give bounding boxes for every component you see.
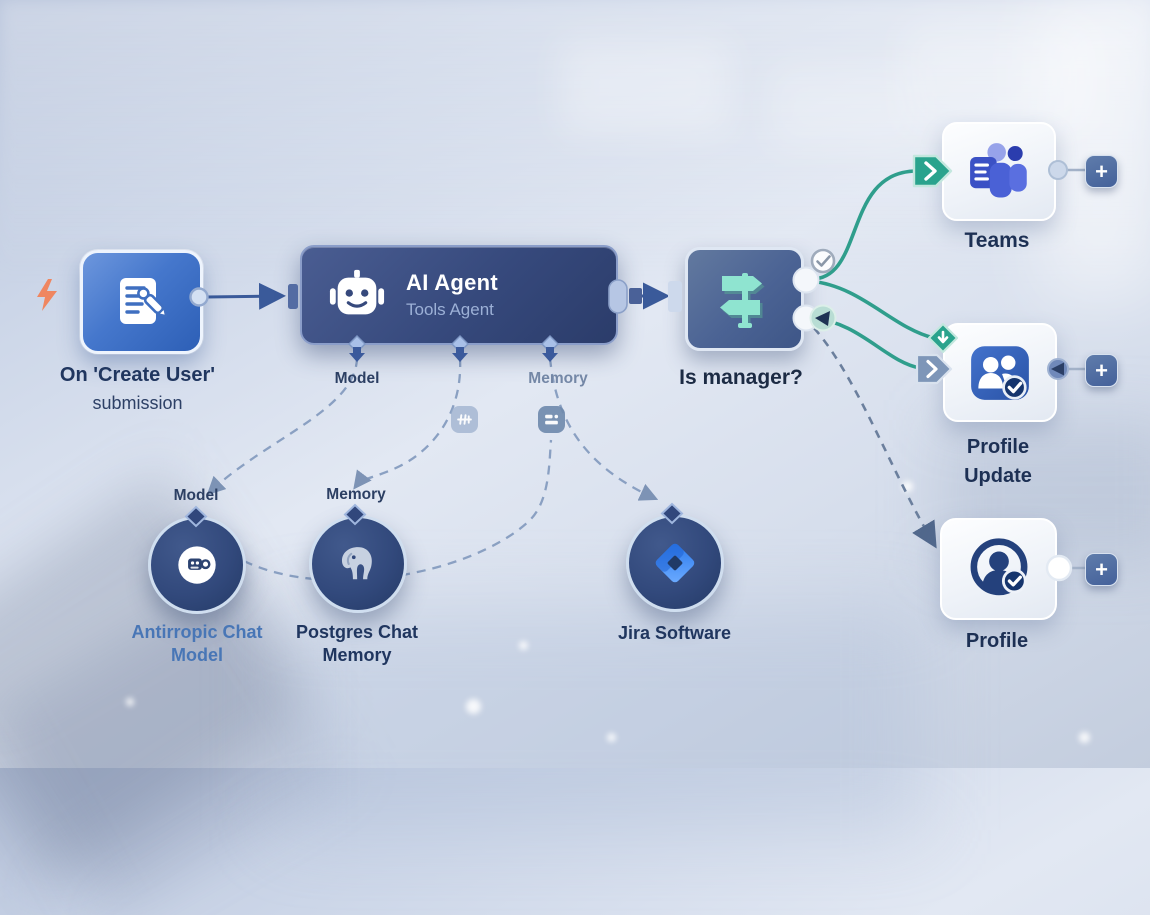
connection-switch-false-to-profile-update[interactable] bbox=[810, 316, 922, 370]
background-block bbox=[905, 25, 1095, 130]
jira-software-label: Jira Software bbox=[617, 623, 732, 643]
node-teams[interactable] bbox=[942, 122, 1056, 221]
bokeh-dot bbox=[607, 733, 616, 742]
people-check-icon bbox=[971, 345, 1029, 400]
bokeh-dot bbox=[519, 641, 528, 650]
bokeh-dot bbox=[466, 699, 481, 714]
branch-arrow-icon bbox=[809, 304, 837, 332]
port-agent-input[interactable] bbox=[288, 284, 298, 309]
anthropic-label-line2: Model bbox=[171, 645, 223, 665]
node-anthropic-chat-model[interactable] bbox=[148, 516, 246, 614]
node-form-trigger[interactable] bbox=[80, 250, 203, 354]
postgres-label-line1: Postgres Chat bbox=[295, 622, 419, 642]
bokeh-dot bbox=[1079, 732, 1090, 743]
check-circle-icon bbox=[810, 248, 836, 274]
bokeh-dot bbox=[902, 481, 913, 492]
tool-chip-icon bbox=[451, 406, 478, 433]
postgres-chat-memory-label: Postgres Chat Memory bbox=[267, 621, 447, 667]
port-switch-input[interactable] bbox=[668, 281, 682, 312]
profile-update-node-label: Profile Update bbox=[933, 433, 1063, 491]
switch-node-label: Is manager? bbox=[679, 366, 803, 389]
jira-diamond-icon bbox=[655, 543, 695, 583]
trigger-label-line1: On 'Create User' bbox=[59, 364, 216, 386]
agent-port-label-memory: Memory bbox=[528, 370, 588, 387]
chat-memory-port-label: Memory bbox=[326, 486, 386, 503]
connection-switch-true-to-teams[interactable] bbox=[808, 169, 920, 281]
lightning-bolt-icon bbox=[34, 278, 60, 317]
add-node-button-teams[interactable]: + bbox=[1085, 155, 1118, 188]
profile-node-label: Profile bbox=[965, 630, 1029, 652]
add-node-button-profile-update[interactable]: + bbox=[1085, 354, 1118, 387]
person-check-icon bbox=[970, 538, 1027, 596]
bokeh-dot bbox=[126, 698, 134, 706]
anthropic-label-line1: Antirropic Chat bbox=[131, 622, 263, 642]
add-node-button-profile[interactable]: + bbox=[1085, 553, 1118, 586]
background-haze bbox=[1040, 0, 1150, 300]
tool-chip-icon bbox=[538, 406, 565, 433]
background-block bbox=[770, 65, 920, 150]
node-profile[interactable] bbox=[940, 518, 1057, 620]
background-block bbox=[560, 40, 730, 135]
robot-icon bbox=[329, 269, 385, 315]
form-document-pencil-icon bbox=[119, 278, 167, 324]
chat-model-port-label: Model bbox=[173, 487, 219, 504]
trigger-node-label: On 'Create User' submission bbox=[10, 364, 265, 414]
signpost-icon bbox=[719, 273, 764, 328]
anthropic-chat-model-label: Antirropic Chat Model bbox=[107, 621, 287, 667]
node-if-manager[interactable] bbox=[685, 247, 804, 351]
postgres-label-line2: Memory bbox=[322, 645, 392, 665]
profile-update-label-line1: Profile bbox=[966, 436, 1030, 458]
connection-trigger-to-agent[interactable] bbox=[205, 282, 286, 310]
trigger-label-line2: submission bbox=[92, 393, 183, 413]
teams-node-label: Teams bbox=[964, 229, 1030, 252]
chat-model-mug-icon bbox=[178, 546, 216, 584]
node-ai-agent[interactable]: AI Agent Tools Agent bbox=[300, 245, 618, 345]
port-agent-output-square bbox=[629, 288, 642, 304]
agent-port-label-model: Model bbox=[334, 370, 380, 387]
agent-title: AI Agent bbox=[406, 270, 499, 295]
postgres-elephant-icon bbox=[341, 547, 372, 580]
connection-switch-to-profile[interactable] bbox=[813, 327, 937, 549]
node-jira-software[interactable] bbox=[626, 514, 724, 612]
connection-switch-true-to-profile-update[interactable] bbox=[808, 279, 936, 340]
agent-subtitle: Tools Agent bbox=[406, 300, 494, 319]
profile-update-label-line2: Update bbox=[964, 465, 1032, 487]
node-profile-update[interactable] bbox=[943, 323, 1057, 422]
teams-icon bbox=[970, 142, 1027, 197]
node-postgres-chat-memory[interactable] bbox=[309, 515, 407, 613]
